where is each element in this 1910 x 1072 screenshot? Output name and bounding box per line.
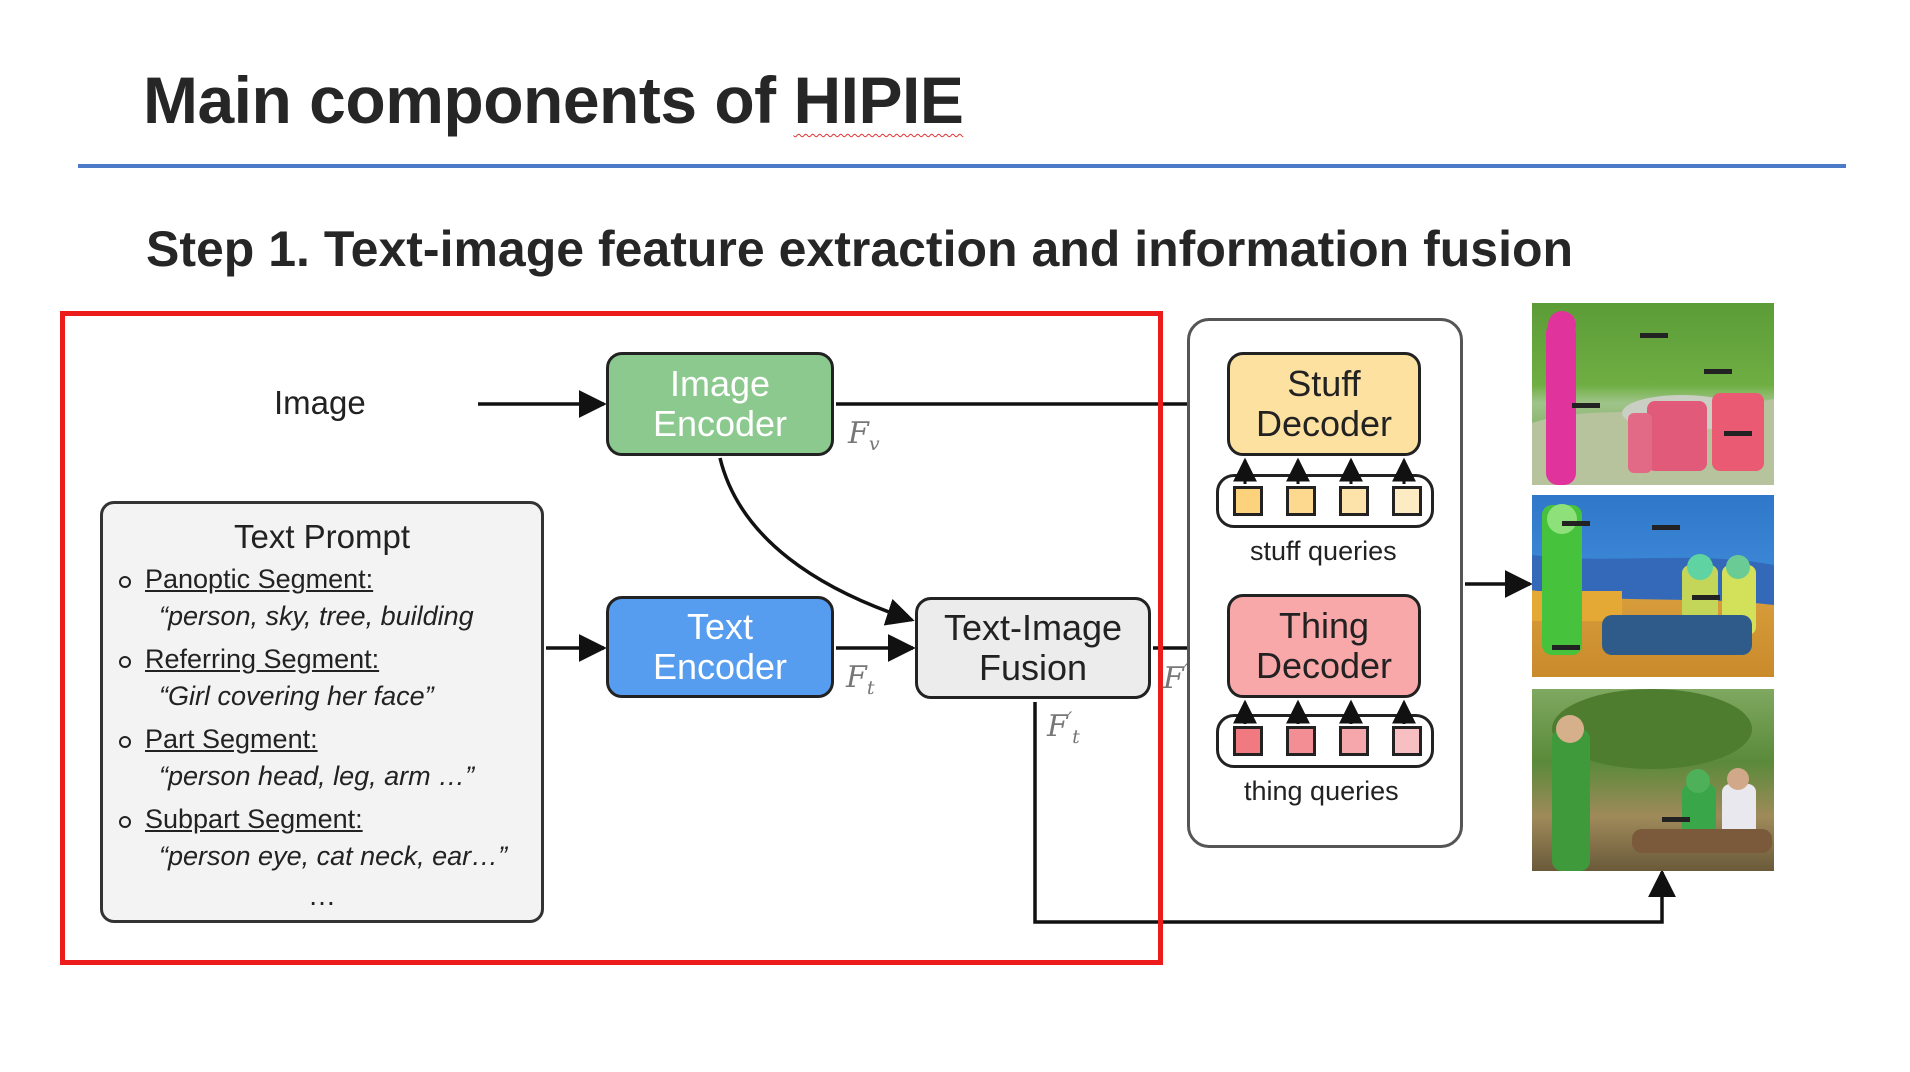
ft-label: Ft <box>846 660 875 699</box>
panoptic-segment-label: Panoptic Segment: <box>145 564 374 594</box>
stuff-query-token <box>1233 486 1263 516</box>
thing-decoder-box: Thing Decoder <box>1227 594 1421 698</box>
bullet-icon <box>119 576 131 588</box>
image-encoder-line1: Image <box>669 363 771 404</box>
ft-prime-label: F′t <box>1047 708 1080 748</box>
title-divider <box>78 164 1846 168</box>
title-main: Main components of <box>143 63 794 137</box>
stuff-decoder-line2: Decoder <box>1255 403 1393 444</box>
text-prompt-title: Text Prompt <box>233 518 411 555</box>
bullet-icon <box>119 736 131 748</box>
fv-label: Fv <box>848 416 880 455</box>
thing-query-rail <box>1216 714 1434 768</box>
thing-query-token <box>1339 726 1369 756</box>
fusion-line2: Fusion <box>978 647 1088 688</box>
stuff-queries-label: stuff queries <box>1250 536 1397 566</box>
thing-query-token <box>1392 726 1422 756</box>
thing-query-token <box>1286 726 1316 756</box>
stuff-decoder-line1: Stuff <box>1287 363 1361 404</box>
fusion-line1: Text-Image <box>943 607 1123 648</box>
stuff-query-token <box>1286 486 1316 516</box>
text-encoder-line1: Text <box>686 606 754 647</box>
thing-queries-label: thing queries <box>1244 776 1399 806</box>
panoptic-segmentation-visual <box>1532 311 1774 485</box>
referring-output-image <box>1532 689 1774 871</box>
text-encoder-box: Text Encoder <box>606 596 834 698</box>
part-segment-label: Part Segment: <box>145 724 318 754</box>
subpart-segment-example: “person eye, cat neck, ear…” <box>159 841 508 871</box>
image-input-label: Image <box>274 384 366 421</box>
stuff-decoder-box: Stuff Decoder <box>1227 352 1421 456</box>
arrow-ftp-to-outputs <box>1033 702 1676 924</box>
referring-segment-example: “Girl covering her face” <box>159 681 434 711</box>
highlight-frame <box>60 311 1163 965</box>
panoptic-segment-example: “person, sky, tree, building <box>159 601 474 631</box>
stuff-query-rail <box>1216 474 1434 528</box>
title-acronym: HIPIE <box>793 63 964 137</box>
referring-segmentation-visual <box>1552 689 1772 871</box>
referring-segment-label: Referring Segment: <box>145 644 380 674</box>
part-segment-example: “person head, leg, arm …” <box>159 761 475 791</box>
bullet-icon <box>119 816 131 828</box>
stuff-query-token <box>1339 486 1369 516</box>
text-encoder-line2: Encoder <box>652 646 788 687</box>
text-prompt-panel: Text Prompt Panoptic Segment: “person, s… <box>100 501 544 923</box>
bullet-icon <box>119 656 131 668</box>
stuff-query-token <box>1392 486 1422 516</box>
text-image-fusion-box: Text-Image Fusion <box>915 597 1151 699</box>
part-output-image <box>1532 495 1774 677</box>
subpart-segment-label: Subpart Segment: <box>145 804 363 834</box>
image-encoder-line2: Encoder <box>652 403 788 444</box>
arrow-fv-to-fusion <box>718 457 915 626</box>
part-segmentation-visual <box>1532 504 1774 655</box>
thing-query-token <box>1233 726 1263 756</box>
prompt-ellipsis: … <box>308 880 336 911</box>
step-title: Step 1. Text-image feature extraction an… <box>146 221 1574 277</box>
panoptic-output-image <box>1532 303 1774 485</box>
slide-title: Main components of HIPIE <box>143 62 964 138</box>
thing-decoder-line1: Thing <box>1278 605 1370 646</box>
image-encoder-box: Image Encoder <box>606 352 834 456</box>
thing-decoder-line2: Decoder <box>1255 645 1393 686</box>
